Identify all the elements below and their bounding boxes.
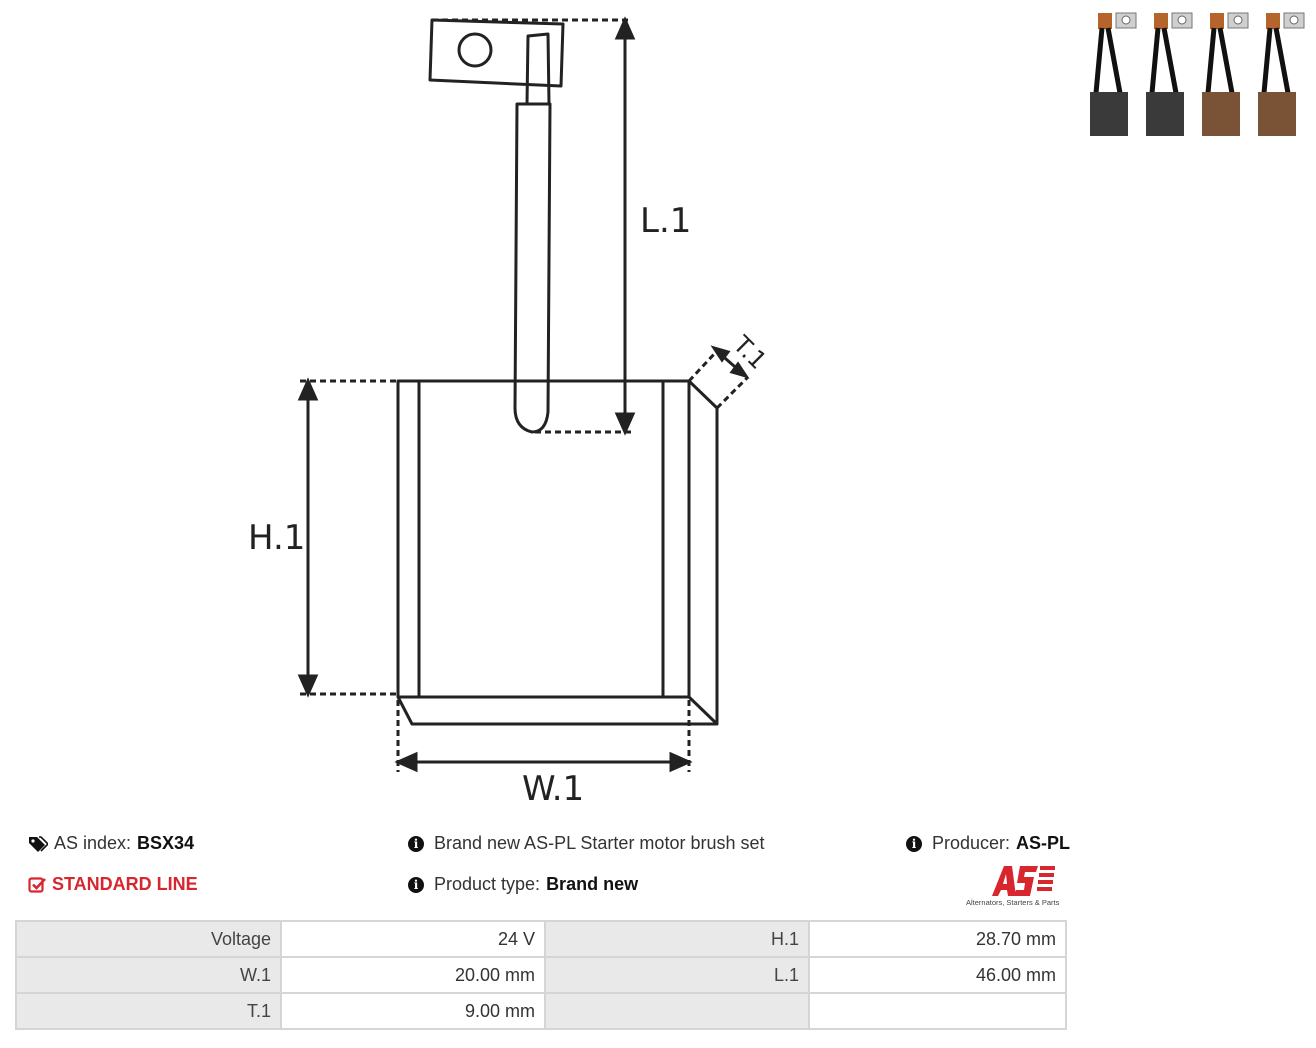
as-index: AS index: BSX34 — [28, 833, 194, 854]
spec-key: W.1 — [15, 956, 282, 994]
brush-dark-1 — [1090, 12, 1137, 136]
brush-brown-1 — [1202, 12, 1249, 136]
line-badge: STANDARD LINE — [28, 874, 198, 895]
spec-value: 24 V — [280, 920, 546, 958]
brush-dark-2 — [1146, 12, 1193, 136]
description-text: Brand new AS-PL Starter motor brush set — [434, 833, 765, 853]
line-text: STANDARD LINE — [52, 874, 198, 894]
as-index-label: AS index: — [54, 833, 132, 853]
producer-label: Producer: — [932, 833, 1011, 853]
check-square-icon — [28, 876, 46, 893]
as-pl-logo: Alternators, Starters & Parts — [966, 866, 1060, 907]
spec-key — [544, 992, 810, 1030]
spec-key: L.1 — [544, 956, 810, 994]
spec-value: 46.00 mm — [808, 956, 1067, 994]
terminal-lug — [428, 18, 565, 88]
spec-key: T.1 — [15, 992, 282, 1030]
logo-tagline: Alternators, Starters & Parts — [966, 898, 1060, 907]
label-h1: H.1 — [248, 518, 305, 558]
product-photo[interactable] — [1090, 8, 1310, 140]
info-icon: i — [408, 876, 424, 893]
brush-brown-2 — [1258, 12, 1305, 136]
product-type-label: Product type: — [434, 874, 541, 894]
as-index-value: BSX34 — [137, 833, 195, 853]
product-type: i Product type: Brand new — [408, 874, 638, 895]
spec-value: 28.70 mm — [808, 920, 1067, 958]
terminal-hole — [457, 32, 493, 68]
spec-value: 9.00 mm — [280, 992, 546, 1030]
info-icon: i — [408, 835, 424, 852]
spec-value: 20.00 mm — [280, 956, 546, 994]
spec-key: H.1 — [544, 920, 810, 958]
producer: i Producer: AS-PL — [906, 833, 1070, 854]
producer-value: AS-PL — [1016, 833, 1071, 853]
description: i Brand new AS-PL Starter motor brush se… — [408, 833, 765, 854]
spec-key: Voltage — [15, 920, 282, 958]
tags-icon — [29, 835, 48, 852]
label-l1: L.1 — [640, 201, 691, 241]
label-w1: W.1 — [522, 769, 584, 809]
spec-value — [808, 992, 1067, 1030]
shunt-wire — [513, 102, 552, 434]
product-type-value: Brand new — [546, 874, 639, 894]
info-icon: i — [906, 835, 922, 852]
brush-technical-drawing: L.1 H.1 W.1 T.1 — [248, 16, 772, 809]
